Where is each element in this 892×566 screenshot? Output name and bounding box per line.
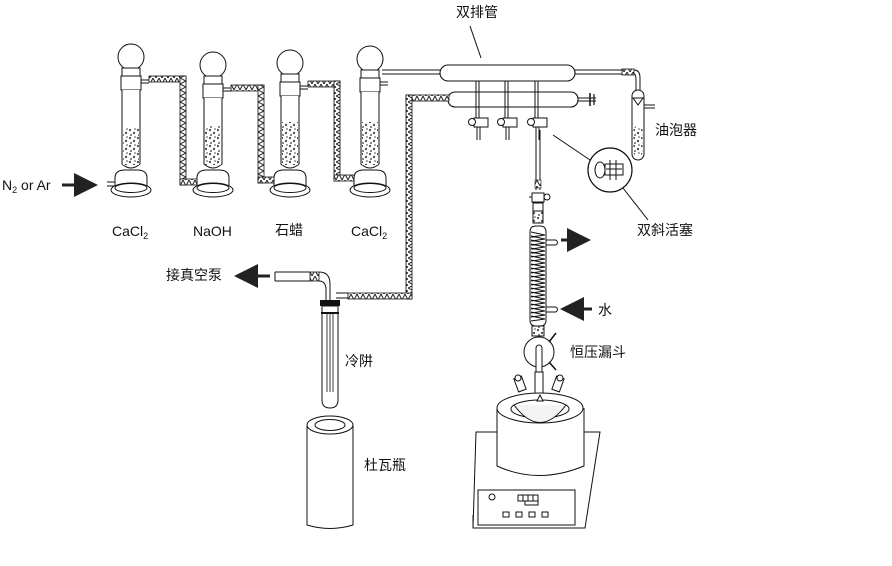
oil-bubbler (631, 89, 655, 161)
hose-2 (230, 84, 275, 184)
column-label-cacl2-2: CaCl2 (351, 223, 388, 241)
vacuum-hose (347, 94, 450, 300)
stopcock-3 (527, 81, 548, 140)
hose-3 (307, 80, 355, 182)
stopper-bulb (117, 43, 145, 71)
gas-inlet-label: N2 or Ar (2, 177, 51, 195)
column-foot-inner (353, 183, 387, 193)
bubbler-label: 油泡器 (655, 123, 697, 139)
stopcock-2 (497, 81, 518, 140)
dewar-label: 杜瓦瓶 (364, 458, 406, 474)
stopcock-1 (468, 81, 489, 140)
double-manifold (382, 25, 641, 108)
column-label-cacl2-1: CaCl2 (112, 223, 149, 241)
column-joint (202, 83, 224, 99)
stopper-neck (121, 67, 141, 77)
reflux-condenser (529, 225, 558, 337)
column-joint (359, 77, 381, 93)
stopper-neck (360, 69, 380, 79)
stopper-neck (203, 75, 223, 85)
dropping-funnel (523, 332, 557, 376)
drying-column-col4 (349, 45, 391, 198)
column-joint (120, 75, 142, 91)
drying-columns (107, 43, 391, 198)
column-joint (279, 81, 301, 97)
drying-packing (123, 128, 139, 165)
hose-1 (148, 75, 198, 186)
vacuum-pump-label: 接真空泵 (166, 268, 222, 284)
manifold-label: 双排管 (456, 5, 498, 21)
condenser-feed-line (529, 130, 551, 224)
cold-trap-label: 冷阱 (345, 354, 373, 370)
drying-column-col3 (269, 49, 311, 198)
stopper-bulb (276, 49, 304, 77)
drying-column-col1 (110, 43, 152, 198)
dewar-flask (306, 415, 354, 529)
drying-packing (205, 126, 221, 165)
column-label-naoh: NaOH (193, 223, 232, 239)
heating-mantle-stirrer (472, 392, 601, 529)
stopper-neck (280, 73, 300, 83)
stopcock-callout (552, 134, 649, 221)
connecting-hoses (148, 69, 440, 186)
cold-trap (274, 271, 348, 409)
manifold-stopcocks (468, 81, 548, 140)
stopper-bulb (356, 45, 384, 73)
stopper-bulb (199, 51, 227, 79)
three-neck-flask (513, 371, 565, 395)
water-label: 水 (598, 303, 612, 319)
column-foot-inner (114, 183, 148, 193)
drying-packing (362, 122, 378, 165)
drying-column-col2 (192, 51, 234, 198)
column-foot-inner (273, 183, 307, 193)
column-label-paraffin: 石蜡 (275, 223, 303, 239)
stopcock-label: 双斜活塞 (637, 223, 693, 239)
column-foot-inner (196, 183, 230, 193)
dropping-funnel-label: 恒压漏斗 (570, 345, 626, 361)
drying-packing (282, 122, 298, 165)
